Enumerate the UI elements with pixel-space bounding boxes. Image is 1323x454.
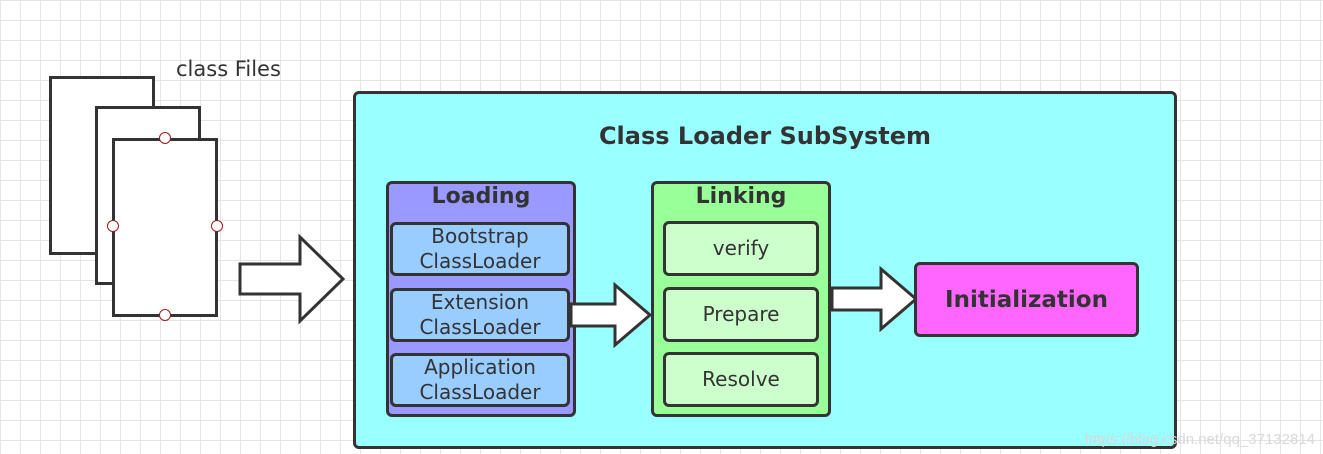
loading-title: Loading (431, 184, 531, 209)
linking-to-initialization-arrow (830, 265, 919, 333)
verify-step: verify (663, 221, 819, 276)
initialization-box: Initialization (914, 262, 1139, 337)
selection-handle-bottom[interactable] (159, 309, 171, 321)
class-file-page-front (112, 138, 218, 317)
watermark-url: https://blog.csdn.net/qq_37132814 (1084, 431, 1315, 448)
resolve-step: Resolve (663, 352, 819, 407)
selection-handle-right[interactable] (211, 220, 223, 232)
extension-classloader: Extension ClassLoader (390, 288, 570, 342)
application-classloader: Application ClassLoader (390, 353, 570, 407)
subsystem-title: Class Loader SubSystem (598, 122, 932, 150)
bootstrap-classloader: Bootstrap ClassLoader (390, 222, 570, 276)
files-to-subsystem-arrow (238, 233, 346, 325)
selection-handle-top[interactable] (159, 132, 171, 144)
class-files-label: class Files (176, 57, 281, 81)
loading-to-linking-arrow (569, 281, 653, 349)
selection-handle-left[interactable] (107, 220, 119, 232)
prepare-step: Prepare (663, 287, 819, 342)
linking-title: Linking (695, 184, 787, 209)
